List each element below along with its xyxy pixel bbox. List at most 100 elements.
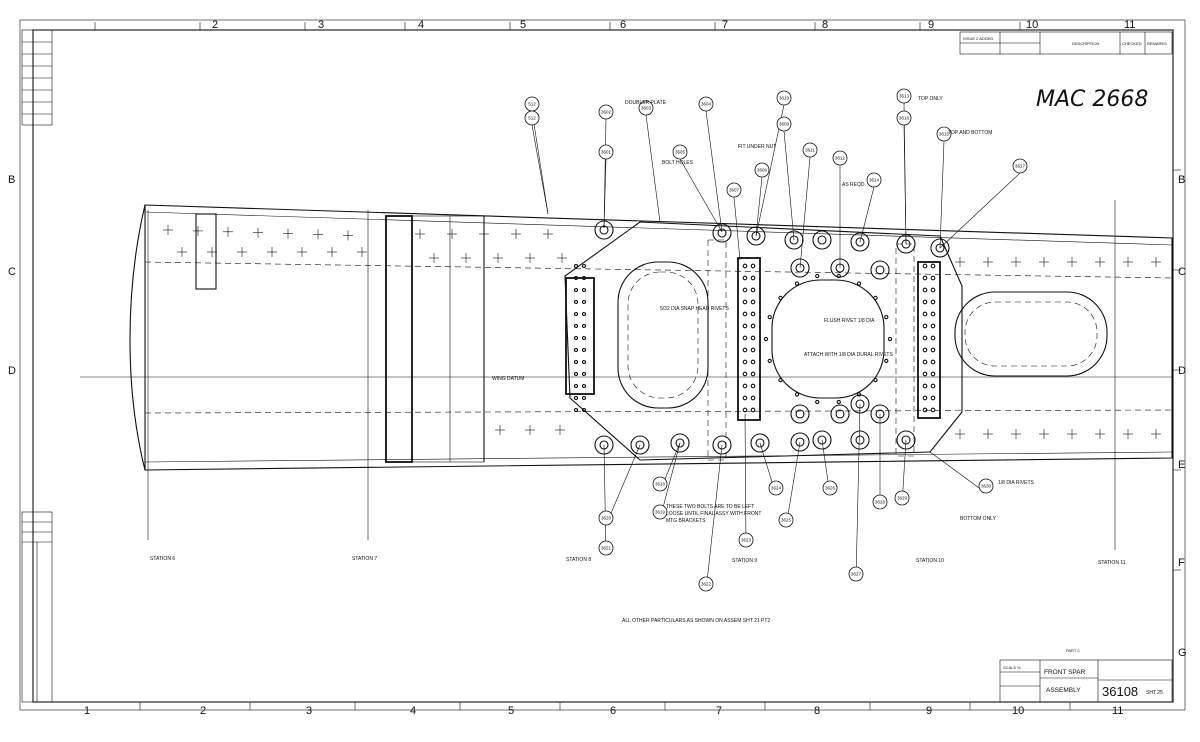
left-margin-stamp — [21, 29, 53, 126]
leader-line — [705, 110, 723, 233]
callout-number: 3621 — [601, 546, 612, 551]
grid-col-label: 2 — [212, 19, 218, 31]
rivet — [750, 263, 756, 269]
rivet — [873, 377, 878, 383]
callout-number: 3603 — [641, 106, 652, 111]
callout-number: 3606 — [757, 168, 768, 173]
grid-col-label: 10 — [1012, 705, 1024, 717]
rivet — [573, 407, 579, 413]
leader-line — [755, 176, 763, 237]
bolt — [712, 223, 732, 243]
callout-balloon — [776, 116, 792, 132]
callout-number: 3602 — [601, 110, 612, 115]
rivet — [750, 383, 756, 389]
callout-number: 3625 — [781, 518, 792, 523]
callout-balloon — [598, 144, 614, 160]
rivet — [750, 395, 756, 401]
note-dia-rivets: 1/8 DIA RIVETS — [998, 480, 1035, 486]
rivet — [815, 273, 820, 279]
rivet — [581, 263, 587, 269]
rivet — [750, 359, 756, 365]
leader-line — [859, 186, 875, 243]
rivet — [573, 299, 579, 305]
callout-balloon — [738, 532, 754, 548]
leader-line — [733, 196, 741, 261]
callout-number: 3629 — [897, 496, 908, 501]
callout-number: 512 — [528, 116, 536, 121]
note-bottom-only: BOTTOM ONLY — [960, 516, 997, 522]
rivet — [922, 347, 928, 353]
callout-balloons: 5125123602360136033605360436073606361036… — [524, 88, 1028, 592]
bolt-inner — [817, 435, 827, 445]
rivet — [750, 407, 756, 413]
bolt-inner — [835, 409, 845, 419]
rivet — [750, 299, 756, 305]
rivet — [573, 383, 579, 389]
callout-balloon — [848, 566, 864, 582]
grid-columns-top: 2 3 4 5 6 7 8 9 10 11 — [212, 19, 1135, 31]
rivet — [922, 395, 928, 401]
callout-number: 3619 — [655, 510, 666, 515]
rivet — [581, 359, 587, 365]
bolt — [750, 433, 770, 453]
rivet — [573, 395, 579, 401]
bolt-inner — [717, 228, 727, 238]
rivet — [856, 392, 862, 397]
note-top-only: TOP ONLY — [918, 96, 943, 102]
callout-number: 3628 — [875, 500, 886, 505]
rivet — [873, 295, 878, 301]
callout-number: 3609 — [779, 122, 790, 127]
leader-line — [939, 172, 1021, 249]
leader-line — [679, 158, 723, 233]
leader-line — [605, 444, 641, 526]
rivet — [836, 273, 841, 279]
drawing-number: 36108 — [1102, 684, 1138, 699]
bolt-inner — [755, 438, 765, 448]
rivet — [742, 395, 748, 401]
rivet — [742, 407, 748, 413]
callout-number: 3613 — [899, 94, 910, 99]
callout-number: 3618 — [655, 482, 666, 487]
rivet — [581, 395, 587, 401]
callout-number: 3617 — [1015, 164, 1026, 169]
bolt — [850, 232, 870, 252]
crosses-pattern — [163, 225, 1161, 439]
bolt — [812, 230, 832, 250]
callout-balloon — [698, 576, 714, 592]
callout-balloon — [638, 100, 654, 116]
note-attach: ATTACH WITH 1/8 DIA DURAL RIVETS — [804, 352, 893, 358]
leader-line — [939, 140, 945, 249]
leader-line — [705, 444, 723, 592]
callout-balloon — [652, 504, 668, 520]
bolt-inner — [875, 265, 885, 275]
sheet-border — [32, 29, 1174, 703]
callout-balloon — [524, 110, 540, 126]
callout-number: 3622 — [701, 582, 712, 587]
leader-line — [603, 158, 607, 229]
rivet — [581, 287, 587, 293]
grid-rows: B C D E F G B C D — [8, 174, 1187, 659]
callout-balloon — [802, 142, 818, 158]
callout-number: 3612 — [835, 156, 846, 161]
rivet — [581, 407, 587, 413]
grid-row-label: B — [1178, 174, 1185, 186]
rivet — [742, 371, 748, 377]
rivet — [750, 311, 756, 317]
rivet — [930, 335, 936, 341]
callout-number: 3601 — [601, 150, 612, 155]
bolt — [790, 258, 810, 278]
rivet — [930, 299, 936, 305]
rivet — [573, 347, 579, 353]
rivet — [767, 314, 772, 320]
callout-number: 3611 — [805, 148, 815, 153]
grid-col-label: 8 — [822, 19, 828, 31]
rivet — [930, 311, 936, 317]
grid-row-label-left: B — [8, 174, 15, 186]
callout-balloon — [778, 512, 794, 528]
rivet — [930, 395, 936, 401]
leader-line — [531, 124, 549, 215]
rivet — [767, 358, 772, 364]
rivet — [922, 383, 928, 389]
bolt-inner — [789, 235, 799, 245]
handwritten-drawing-id: MAC 2668 — [1036, 87, 1148, 112]
